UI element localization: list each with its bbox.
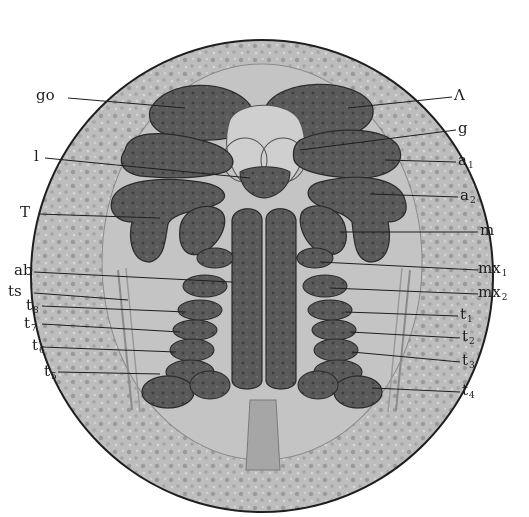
label-t2: t2 xyxy=(462,329,475,347)
left-t1 xyxy=(178,300,222,320)
left-t3 xyxy=(170,339,214,361)
label-t4: t4 xyxy=(462,383,475,401)
right-t3 xyxy=(314,339,358,361)
label-m: m xyxy=(480,223,494,238)
label-a1: a1 xyxy=(458,153,474,171)
right-t1 xyxy=(308,300,352,320)
label-mx2: mx2 xyxy=(478,285,507,303)
label-ts: ts xyxy=(8,284,22,299)
right-t5 xyxy=(334,376,382,408)
label-ab: ab xyxy=(14,263,33,278)
label-go: go xyxy=(36,88,55,103)
right-t2 xyxy=(312,320,356,340)
label-T: T xyxy=(20,205,30,220)
left-t6 xyxy=(190,371,230,399)
label-g: g xyxy=(458,121,468,136)
label-mx1: mx1 xyxy=(478,261,507,279)
bottom-stalk xyxy=(246,400,280,470)
label-t6: t6 xyxy=(32,338,45,356)
label-a2: a2 xyxy=(460,188,476,206)
left-mx2 xyxy=(183,275,227,297)
label-t1: t1 xyxy=(460,307,473,325)
right-t6 xyxy=(298,371,338,399)
body-left-column xyxy=(232,209,262,389)
body-right-column xyxy=(266,209,296,389)
label-t3: t3 xyxy=(462,353,475,371)
label-lambda: Λ xyxy=(454,88,465,103)
label-t5: t5 xyxy=(44,364,57,382)
left-t5 xyxy=(142,376,194,408)
right-mx1 xyxy=(297,248,333,268)
left-mx1 xyxy=(197,248,233,268)
label-t7: t7 xyxy=(24,316,37,334)
left-t2 xyxy=(173,320,217,340)
right-antenna-a1 xyxy=(293,130,400,178)
right-mx2 xyxy=(303,275,347,297)
label-l: l xyxy=(34,149,39,164)
